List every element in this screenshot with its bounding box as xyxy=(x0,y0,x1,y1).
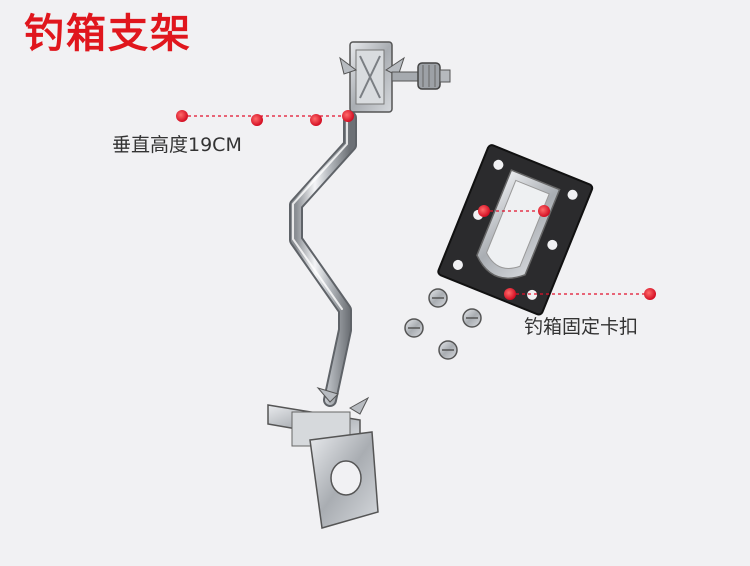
red-dot-marker-icon xyxy=(342,110,354,122)
red-dot-marker-icon xyxy=(310,114,322,126)
bracket-rod xyxy=(289,111,357,407)
red-dot-marker-icon xyxy=(176,110,188,122)
screw-1 xyxy=(428,288,448,308)
buckle-label: 钓箱固定卡扣 xyxy=(524,316,639,338)
buckle-annotation xyxy=(478,205,656,300)
screws xyxy=(404,288,482,360)
buckle-plate xyxy=(437,144,594,316)
screw-4 xyxy=(438,340,458,360)
red-dot-marker-icon xyxy=(644,288,656,300)
bottom-clamp xyxy=(267,387,379,529)
red-dot-marker-icon xyxy=(504,288,516,300)
top-clamp xyxy=(339,41,451,113)
height-annotation xyxy=(176,110,354,126)
red-dot-marker-icon xyxy=(538,205,550,217)
page-title: 钓箱支架 xyxy=(24,11,192,57)
red-dot-marker-icon xyxy=(251,114,263,126)
height-label: 垂直高度19CM xyxy=(112,134,242,156)
red-dot-marker-icon xyxy=(478,205,490,217)
screw-2 xyxy=(462,308,482,328)
screw-3 xyxy=(404,318,424,338)
